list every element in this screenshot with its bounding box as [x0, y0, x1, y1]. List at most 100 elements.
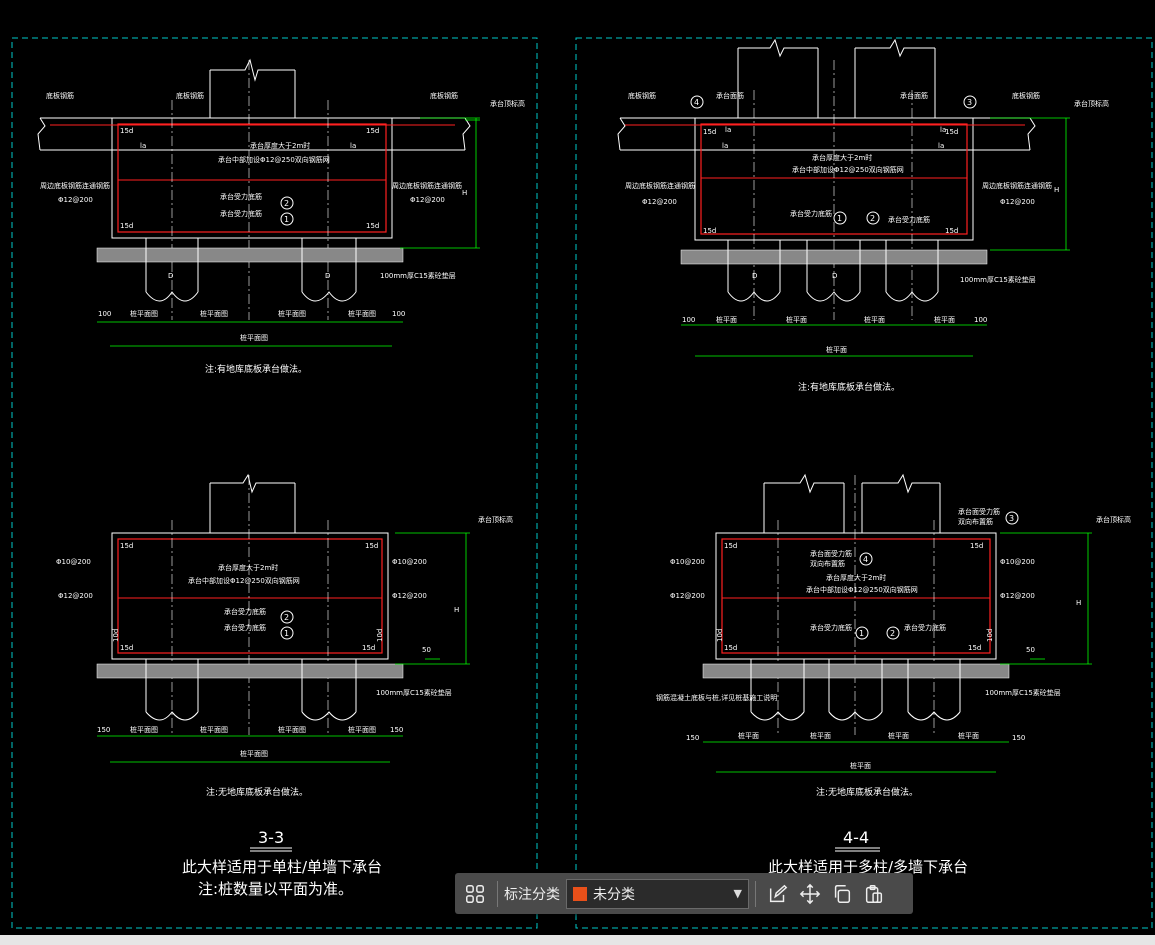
svg-text:桩平面: 桩平面 [958, 731, 979, 740]
detail-panel-top-left: 底板钢筋 底板钢筋 底板钢筋 承台顶标高 承台厚度大于2m时 承台中部加设Φ12… [37, 58, 525, 375]
svg-text:桩平面图: 桩平面图 [348, 309, 376, 318]
svg-text:桩平面: 桩平面 [850, 761, 871, 770]
copy-icon[interactable] [826, 878, 858, 910]
svg-text:底板钢筋: 底板钢筋 [46, 91, 74, 100]
svg-text:桩平面: 桩平面 [738, 731, 759, 740]
svg-text:桩平面图: 桩平面图 [130, 309, 158, 318]
svg-text:100: 100 [392, 310, 405, 318]
svg-text:桩平面: 桩平面 [716, 315, 737, 324]
svg-text:10d: 10d [716, 629, 724, 642]
svg-text:承台受力底筋: 承台受力底筋 [224, 607, 266, 616]
svg-text:桩平面图: 桩平面图 [200, 309, 228, 318]
section-label-4-4: 4-4 [843, 828, 869, 847]
note-br: 注:无地库底板承台做法。 [816, 786, 918, 798]
svg-text:钢筋混凝土底板与桩,详见桩基施工说明: 钢筋混凝土底板与桩,详见桩基施工说明 [656, 693, 777, 702]
svg-text:Φ12@200: Φ12@200 [1000, 198, 1035, 206]
paste-icon[interactable] [858, 878, 890, 910]
svg-text:H: H [454, 606, 459, 614]
svg-text:周边底板钢筋连通钢筋: 周边底板钢筋连通钢筋 [392, 181, 462, 190]
svg-text:50: 50 [422, 646, 431, 654]
svg-text:Φ12@200: Φ12@200 [670, 592, 705, 600]
svg-text:Φ10@200: Φ10@200 [392, 558, 427, 566]
svg-text:承台顶标高: 承台顶标高 [478, 515, 513, 524]
svg-text:承台受力底筋: 承台受力底筋 [904, 623, 946, 632]
chevron-down-icon: ▼ [733, 887, 742, 900]
svg-text:承台中部加设Φ12@250双向钢筋网: 承台中部加设Φ12@250双向钢筋网 [218, 155, 330, 164]
svg-text:承台中部加设Φ12@250双向钢筋网: 承台中部加设Φ12@250双向钢筋网 [806, 585, 918, 594]
svg-text:la: la [722, 142, 728, 150]
annotation-category-dropdown[interactable]: 未分类 ▼ [566, 878, 749, 909]
note-tr: 注:有地库底板承台做法。 [798, 381, 900, 393]
svg-text:2: 2 [284, 199, 289, 208]
svg-text:100: 100 [974, 316, 987, 324]
move-icon[interactable] [794, 878, 826, 910]
svg-text:底板钢筋: 底板钢筋 [628, 91, 656, 100]
svg-text:1: 1 [284, 215, 289, 224]
svg-text:4: 4 [694, 98, 699, 107]
svg-text:桩平面图: 桩平面图 [200, 725, 228, 734]
toolbar-separator [497, 880, 498, 907]
svg-text:15d: 15d [366, 127, 379, 135]
svg-text:150: 150 [97, 726, 110, 734]
svg-text:15d: 15d [970, 542, 983, 550]
section-caption-4-4: 此大样适用于多柱/多墙下承台 [768, 858, 968, 876]
svg-text:双向布置筋: 双向布置筋 [810, 559, 845, 568]
sheet-frame-right [575, 37, 1153, 929]
svg-text:承台中部加设Φ12@250双向钢筋网: 承台中部加设Φ12@250双向钢筋网 [188, 576, 300, 585]
svg-text:1: 1 [859, 629, 864, 638]
category-color-swatch [573, 886, 587, 901]
svg-text:桩平面图: 桩平面图 [278, 309, 306, 318]
svg-text:承台受力底筋: 承台受力底筋 [790, 209, 832, 218]
svg-text:la: la [725, 126, 731, 134]
grid-icon[interactable] [459, 878, 491, 910]
svg-text:桩平面: 桩平面 [810, 731, 831, 740]
svg-text:桩平面图: 桩平面图 [348, 725, 376, 734]
svg-text:15d: 15d [945, 128, 958, 136]
svg-text:100: 100 [682, 316, 695, 324]
svg-text:15d: 15d [120, 644, 133, 652]
svg-text:桩平面图: 桩平面图 [278, 725, 306, 734]
svg-text:承台受力底筋: 承台受力底筋 [224, 623, 266, 632]
svg-text:承台面受力筋: 承台面受力筋 [810, 549, 852, 558]
svg-text:15d: 15d [120, 127, 133, 135]
svg-text:50: 50 [1026, 646, 1035, 654]
svg-text:150: 150 [686, 734, 699, 742]
svg-text:Φ12@200: Φ12@200 [392, 592, 427, 600]
note-bl: 注:无地库底板承台做法。 [206, 786, 308, 798]
svg-text:15d: 15d [703, 128, 716, 136]
note-tl: 注:有地库底板承台做法。 [205, 363, 307, 375]
svg-text:承台受力底筋: 承台受力底筋 [220, 192, 262, 201]
section-caption-3-3: 此大样适用于单柱/单墙下承台 [182, 858, 382, 876]
svg-text:Φ12@200: Φ12@200 [1000, 592, 1035, 600]
svg-text:承台受力底筋: 承台受力底筋 [810, 623, 852, 632]
svg-text:桩平面: 桩平面 [888, 731, 909, 740]
svg-text:H: H [1076, 599, 1081, 607]
svg-text:周边底板钢筋连通钢筋: 周边底板钢筋连通钢筋 [625, 181, 695, 190]
category-selected-value: 未分类 [593, 886, 635, 903]
svg-text:周边底板钢筋连通钢筋: 周边底板钢筋连通钢筋 [982, 181, 1052, 190]
svg-text:D: D [832, 272, 837, 280]
svg-text:15d: 15d [365, 542, 378, 550]
svg-text:2: 2 [284, 613, 289, 622]
svg-text:15d: 15d [120, 222, 133, 230]
toolbar-separator [755, 880, 756, 907]
svg-text:D: D [752, 272, 757, 280]
detail-panel-bottom-right: 承台面受力筋 双向布置筋 承台面受力筋 双向布置筋 承台顶标高 Φ10@200 … [656, 473, 1131, 798]
svg-text:Φ12@200: Φ12@200 [58, 592, 93, 600]
svg-text:承台顶标高: 承台顶标高 [1096, 515, 1131, 524]
detail-panel-bottom-left: 承台顶标高 Φ10@200 Φ10@200 Φ12@200 Φ12@200 承台… [56, 473, 513, 798]
svg-text:承台面筋: 承台面筋 [716, 91, 744, 100]
svg-text:10d: 10d [986, 629, 994, 642]
svg-text:承台厚度大于2m时: 承台厚度大于2m时 [812, 153, 872, 162]
svg-text:4: 4 [863, 555, 868, 564]
section-title-4-4: 4-4 此大样适用于多柱/多墙下承台 [768, 828, 968, 876]
svg-text:承台面筋: 承台面筋 [900, 91, 928, 100]
section-label-3-3: 3-3 [258, 828, 284, 847]
svg-text:100mm厚C15素砼垫层: 100mm厚C15素砼垫层 [960, 275, 1036, 284]
svg-text:底板钢筋: 底板钢筋 [1012, 91, 1040, 100]
svg-text:100mm厚C15素砼垫层: 100mm厚C15素砼垫层 [985, 688, 1061, 697]
svg-text:桩平面: 桩平面 [826, 345, 847, 354]
edit-icon[interactable] [762, 878, 794, 910]
svg-text:桩平面: 桩平面 [934, 315, 955, 324]
